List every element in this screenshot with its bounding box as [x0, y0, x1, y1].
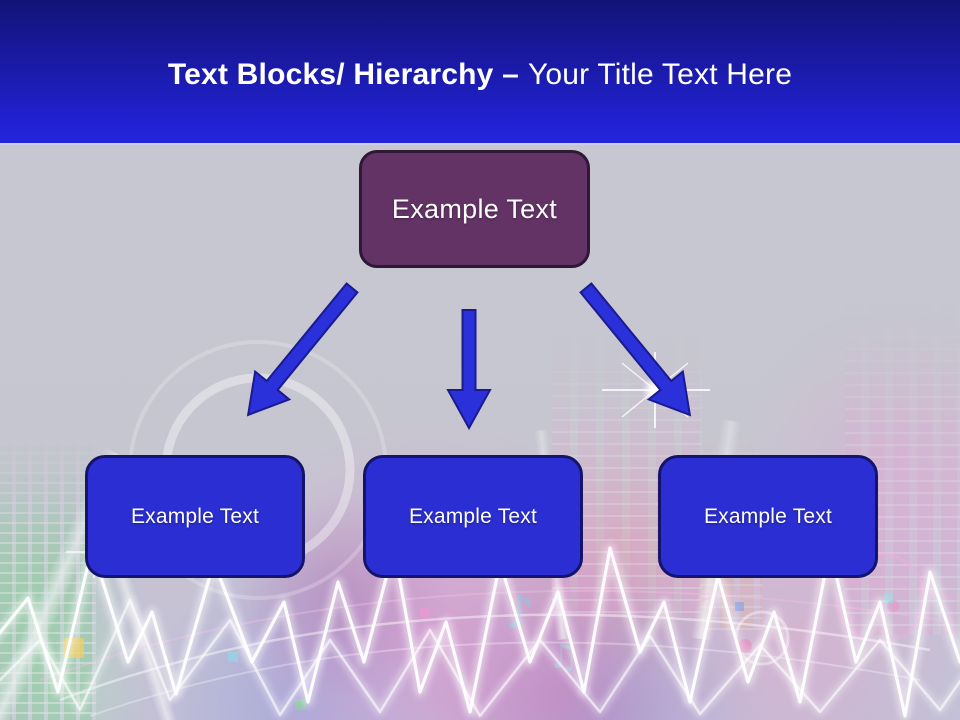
title-regular-text: Your Title Text Here [527, 57, 793, 91]
child-box-label: Example Text [130, 504, 260, 528]
hierarchy-child-box-3: Example Text [658, 455, 878, 578]
child-box-label: Example Text [703, 504, 833, 528]
hierarchy-root-box: Example Text [359, 150, 590, 268]
title-bold-text: Text Blocks/ Hierarchy – [167, 57, 519, 91]
hierarchy-child-box-1: Example Text [85, 455, 305, 578]
root-box-label: Example Text [391, 193, 558, 224]
page-title: Text Blocks/ Hierarchy –Your Title Text … [168, 52, 792, 92]
hierarchy-child-box-2: Example Text [363, 455, 583, 578]
arrow-down-left-icon [246, 282, 359, 417]
slide-title-bar: Text Blocks/ Hierarchy –Your Title Text … [0, 0, 960, 145]
arrow-down-right-icon [579, 282, 692, 417]
child-box-label: Example Text [408, 504, 538, 528]
arrow-down-icon [446, 309, 492, 431]
